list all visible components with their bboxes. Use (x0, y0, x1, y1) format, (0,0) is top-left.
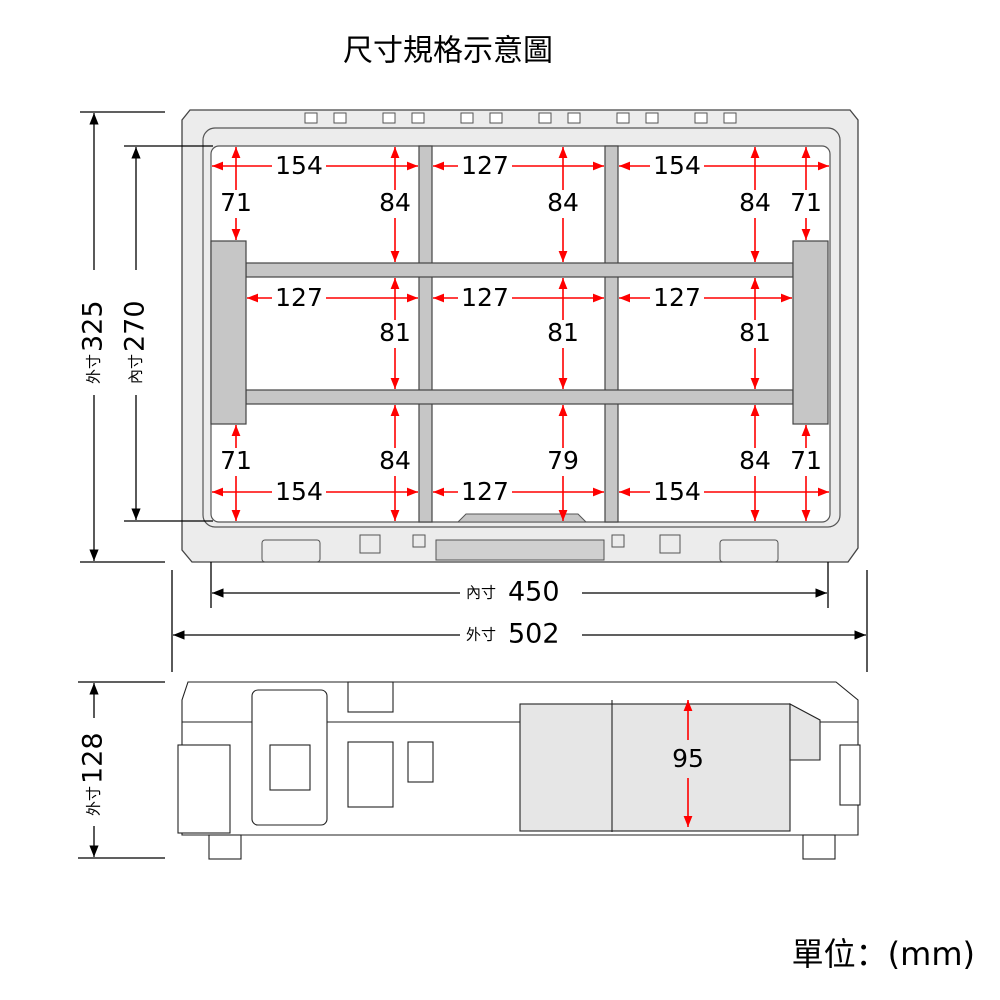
outer-height-dimension (80, 111, 165, 563)
row1-width-1: 154 (275, 151, 323, 180)
horizontal-divider-top (245, 262, 794, 278)
inner-height-dimension (124, 145, 213, 522)
horizontal-divider-bottom (245, 389, 794, 405)
svg-text:325: 325 (78, 300, 109, 352)
row1-width-3: 154 (653, 151, 701, 180)
row2-height-2: 81 (547, 318, 579, 347)
row2-width-2: 127 (461, 283, 509, 312)
row2-height-3: 81 (739, 318, 771, 347)
svg-text:內寸: 內寸 (127, 354, 145, 384)
svg-text:外寸: 外寸 (85, 354, 103, 384)
svg-text:270: 270 (120, 300, 151, 352)
row2-width-3: 127 (653, 283, 701, 312)
dimension-labels: 154 127 154 127 127 127 154 127 154 71 8… (220, 151, 822, 506)
row2-width-1: 127 (275, 283, 323, 312)
row1-width-2: 127 (461, 151, 509, 180)
outer-height-label: 外寸 325 (78, 300, 109, 384)
outer-width-prefix: 外寸 (466, 626, 496, 644)
side-view-case (177, 681, 861, 860)
row3-width-3: 154 (653, 477, 701, 506)
inner-width-prefix: 內寸 (466, 584, 496, 602)
svg-text:外寸: 外寸 (85, 786, 103, 816)
row3-height-4: 84 (739, 446, 771, 475)
inner-depth-value: 95 (672, 744, 704, 773)
side-height-dimension (78, 681, 165, 859)
row2-height-1: 81 (379, 318, 411, 347)
unit-label: 單位：(mm) (792, 935, 975, 973)
inner-width-dimension (210, 562, 829, 608)
svg-text:128: 128 (78, 732, 109, 784)
end-block-right (792, 240, 829, 425)
row3-height-5: 71 (790, 446, 822, 475)
row3-width-2: 127 (461, 477, 509, 506)
dividers (210, 145, 829, 523)
row1-height-3: 84 (547, 188, 579, 217)
row3-width-1: 154 (275, 477, 323, 506)
inner-height-label: 內寸 270 (120, 300, 151, 384)
row1-height-2: 84 (379, 188, 411, 217)
row1-height-5: 71 (790, 188, 822, 217)
row3-height-3: 79 (547, 446, 579, 475)
row1-height-1: 71 (220, 188, 252, 217)
inner-width-value: 450 (508, 577, 560, 608)
row1-height-4: 84 (739, 188, 771, 217)
top-view-case (181, 109, 859, 563)
diagram-title: 尺寸規格示意圖 (343, 34, 553, 69)
end-block-left (210, 240, 247, 425)
vertical-divider-right (604, 145, 619, 523)
row3-height-1: 71 (220, 446, 252, 475)
outer-width-dimension (171, 570, 868, 672)
side-height-label: 外寸 128 (78, 732, 109, 816)
vertical-divider-left (418, 145, 433, 523)
row3-height-2: 84 (379, 446, 411, 475)
outer-width-value: 502 (508, 619, 560, 650)
